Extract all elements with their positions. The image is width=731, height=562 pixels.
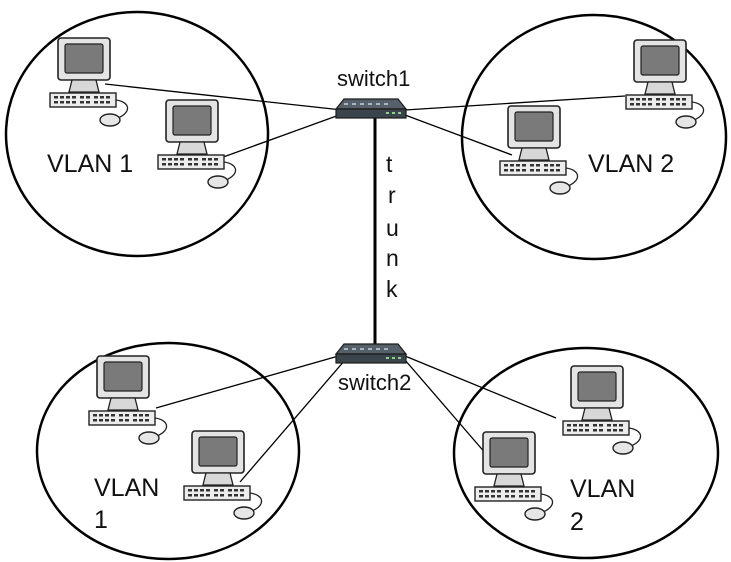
vlan-boundary-bottom-left: [35, 341, 301, 561]
computer-icon: [183, 430, 263, 520]
switch-icon: [335, 343, 407, 364]
computer-icon: [49, 37, 129, 127]
switch2-label: switch2: [338, 370, 411, 395]
computer-icon: [157, 99, 237, 189]
switch1-connections: [104, 83, 626, 161]
vlan-boundary-top-left: [4, 10, 270, 258]
switch2-connections: [155, 354, 557, 483]
computer-icon: [474, 431, 554, 521]
computer-icon: [88, 355, 168, 445]
vlan-label-bottom-right-line2: 2: [570, 508, 584, 536]
trunk-label-letter: u: [386, 215, 399, 241]
vlan-label-top-right: VLAN 2: [588, 150, 674, 178]
vlan-boundary-bottom-right: [452, 346, 720, 560]
computer-icon: [499, 105, 579, 195]
switch-icon: [335, 98, 407, 119]
vlan-label-bottom-left-line1: VLAN: [94, 474, 159, 502]
trunk-label-letter: n: [386, 245, 399, 271]
computer-icon: [562, 365, 642, 455]
vlan-label-top-left: VLAN 1: [47, 150, 133, 178]
vlan-label-bottom-right-line1: VLAN: [570, 475, 635, 503]
computer-icon: [625, 39, 705, 129]
vlan-label-bottom-left-line2: 1: [94, 506, 108, 534]
trunk-label-letter: t: [386, 151, 393, 177]
trunk-label-letter: k: [386, 276, 398, 302]
switch1-label: switch1: [337, 66, 410, 91]
trunk-label-letter: r: [388, 182, 396, 208]
